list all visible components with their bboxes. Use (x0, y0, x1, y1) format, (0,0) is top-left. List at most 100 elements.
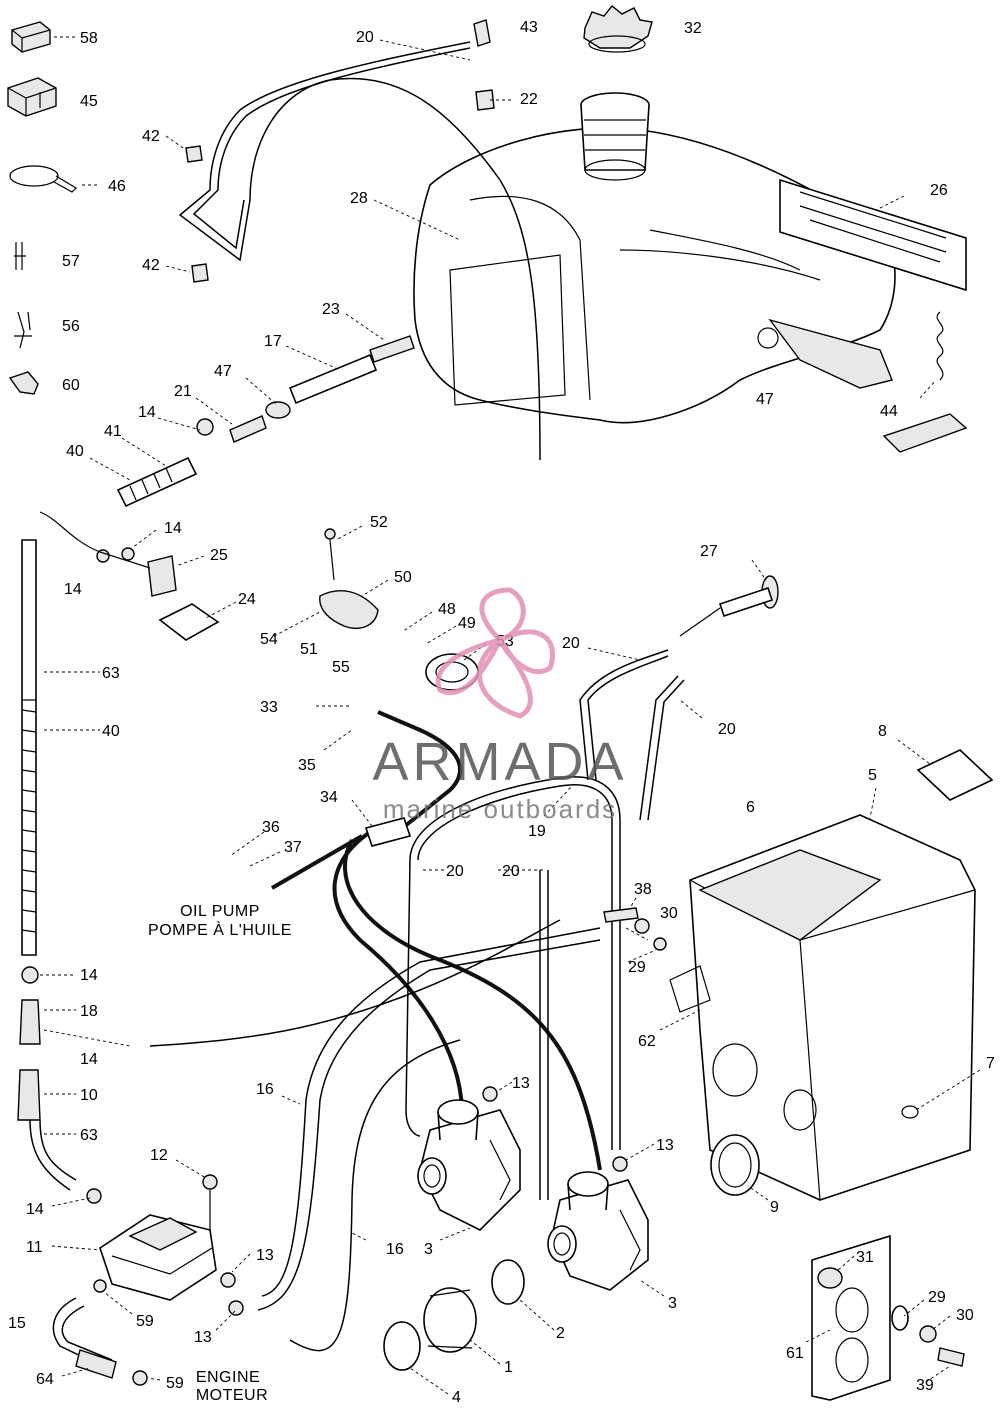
callout-48: 48 (438, 601, 456, 618)
callout-13-carb-left: 13 (512, 1075, 530, 1092)
callout-64: 64 (36, 1371, 54, 1388)
clamp-2 (491, 1259, 525, 1305)
callout-35: 35 (298, 757, 316, 774)
callout-6: 6 (746, 799, 755, 816)
callout-38: 38 (634, 881, 652, 898)
bracket-61 (811, 1234, 891, 1401)
hose-64 (52, 1297, 148, 1386)
fuel-hoses-20 (405, 649, 685, 1200)
vent-line-63 (21, 539, 37, 956)
carburetor-3-left (417, 1099, 521, 1231)
strap-26 (779, 178, 967, 292)
connector-58 (11, 21, 51, 53)
adaptor-9 (710, 1134, 760, 1196)
callout-28: 28 (350, 190, 368, 207)
spacer-31 (817, 1267, 843, 1289)
pump-support-50 (319, 528, 379, 629)
callout-30-lower: 30 (956, 1307, 974, 1324)
callout-58: 58 (80, 30, 98, 47)
callout-51: 51 (300, 641, 318, 658)
callout-49: 49 (458, 615, 476, 632)
oil-pump-label: OIL PUMP (180, 903, 260, 920)
bracket-fasteners (891, 1305, 965, 1367)
callout-63-bottom: 63 (80, 1127, 98, 1144)
callout-32: 32 (684, 20, 702, 37)
callout-59-lower: 59 (166, 1375, 184, 1392)
junction-block-34 (364, 817, 412, 847)
callout-62: 62 (638, 1033, 656, 1050)
pulse-hoses-16 (149, 919, 601, 1352)
fitting-43 (473, 19, 491, 47)
callout-8: 8 (878, 723, 887, 740)
callout-52: 52 (370, 514, 388, 531)
watermark-tagline: marine outboards (383, 794, 617, 824)
callout-39: 39 (916, 1377, 934, 1394)
callout-9: 9 (770, 1199, 779, 1216)
callout-37: 37 (284, 839, 302, 856)
moteur-label: MOTEUR (196, 1387, 268, 1404)
decal-8 (916, 749, 994, 801)
vent-fittings (17, 966, 77, 1191)
callout-14-vent-mid: 14 (80, 1051, 98, 1068)
fuel-filter-assembly (116, 335, 415, 508)
callout-36: 36 (262, 819, 280, 836)
clamp-13-a (482, 1086, 498, 1102)
armada-logo: ARMADA marine outboards (372, 587, 627, 824)
callout-29-upper: 29 (628, 959, 646, 976)
callout-63-top: 63 (102, 665, 120, 682)
throttle-27 (679, 575, 779, 637)
callout-11: 11 (26, 1239, 43, 1256)
callout-17: 17 (264, 333, 282, 350)
callout-34: 34 (320, 789, 338, 806)
callout-50: 50 (394, 569, 412, 586)
callout-26: 26 (930, 182, 948, 199)
callout-14-top: 14 (138, 404, 156, 421)
callout-27: 27 (700, 543, 718, 560)
callout-42-lower: 42 (142, 257, 160, 274)
callouts: 58 45 46 57 56 60 20 43 32 22 42 42 28 2… (8, 19, 995, 1406)
fuel-pump-11 (99, 1214, 217, 1301)
callout-31: 31 (856, 1249, 874, 1266)
propeller-icon (435, 587, 556, 719)
callout-14-left: 14 (64, 581, 82, 598)
callout-20-right: 20 (718, 721, 736, 738)
callout-29-lower: 29 (928, 1289, 946, 1306)
callout-23: 23 (322, 301, 340, 318)
silencer-fasteners (603, 907, 667, 951)
filler-neck (580, 92, 650, 181)
callout-46: 46 (108, 178, 126, 195)
callout-60: 60 (62, 377, 80, 394)
callout-7: 7 (986, 1055, 995, 1072)
primer-bracket-25 (39, 511, 177, 597)
callout-20-mid-left: 20 (446, 863, 464, 880)
callout-56: 56 (62, 318, 80, 335)
carburetor-3-right (547, 1171, 649, 1291)
callout-40-top: 40 (66, 443, 84, 460)
callout-41: 41 (104, 423, 122, 440)
callout-59-upper: 59 (136, 1313, 154, 1330)
callout-19: 19 (528, 823, 546, 840)
oil-lines (270, 710, 602, 1171)
pump-fittings (86, 1188, 244, 1316)
terminal-57 (14, 242, 26, 270)
callout-1: 1 (504, 1359, 513, 1376)
fuel-cap-32 (583, 5, 653, 53)
callout-30-upper: 30 (660, 905, 678, 922)
callout-3-left: 3 (424, 1241, 433, 1258)
cable-tie-46 (9, 165, 77, 193)
callout-21: 21 (174, 383, 192, 400)
callout-33: 33 (260, 699, 278, 716)
callout-40-mid: 40 (102, 723, 120, 740)
callout-3-right: 3 (668, 1295, 677, 1312)
decal-24 (158, 603, 220, 641)
callout-44: 44 (880, 403, 898, 420)
watermark-brand: ARMADA (372, 732, 627, 792)
callout-57: 57 (62, 253, 80, 270)
air-silencer-5 (669, 814, 976, 1201)
pompe-huile-label: POMPE À L'HUILE (148, 920, 292, 939)
callout-22: 22 (520, 91, 538, 108)
callout-16-upper: 16 (256, 1081, 274, 1098)
callout-47-left: 47 (214, 363, 232, 380)
callout-42-upper: 42 (142, 128, 160, 145)
